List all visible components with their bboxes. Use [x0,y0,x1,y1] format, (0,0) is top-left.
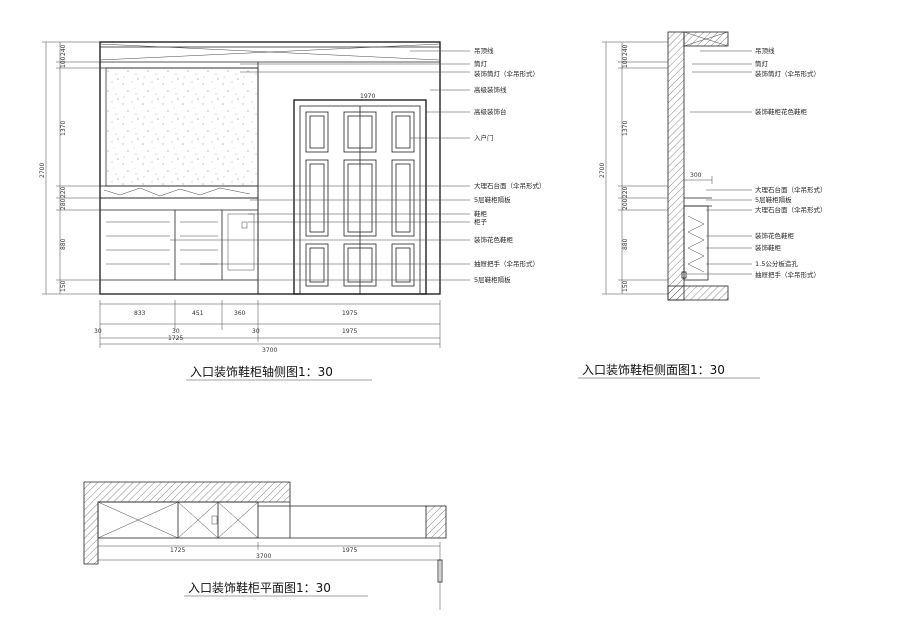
side-label-3: 装饰鞋柜花色鞋柜 [755,107,808,116]
marble-countertop [99,185,259,199]
plan-wall-right [425,505,447,539]
shelf-lines [106,213,255,271]
front-vdim-4: 280 [60,198,67,210]
front-callouts: 吊顶线 筒灯 装饰筒灯（伞吊形式） 高级装饰线 高级装饰台 入户门 大理石台面（… [170,46,546,284]
side-callouts: 吊顶线 筒灯 装饰筒灯（伞吊形式） 装饰鞋柜花色鞋柜 大理石台面（伞吊形式） 5… [686,46,827,279]
front-hdim2-2: 30 [252,328,260,335]
front-horizontal-dimensions: 833 451 360 1975 30 30 30 1975 1725 3700 [94,300,441,354]
side-wall-section [667,31,685,301]
side-vertical-dimensions: 240 100 1370 220 200 880 150 2700 [599,41,668,295]
front-hdim2-1: 30 [172,328,180,335]
front-label-10: 柜子 [474,217,488,226]
side-label-8: 装饰鞋柜 [755,243,782,252]
front-label-7: 大理石台面（伞吊形式） [474,181,546,190]
side-floor-section [667,285,729,301]
side-label-5: 5层鞋柜隔板 [755,195,792,204]
plan-dim-0: 1725 [170,547,185,554]
front-vdim-6: 150 [60,280,67,292]
plan-dimensions: 1725 1975 3700 [97,542,443,610]
side-depth-dim: 300 [690,172,702,179]
side-vdim-total: 2700 [599,163,606,178]
front-elevation: 240 100 1370 220 280 880 150 2700 833 45… [39,41,546,381]
front-label-12: 抽屉把手（伞吊形式） [474,259,539,268]
side-vdim-0: 240 [622,44,629,56]
plan-wall-left [83,481,291,565]
side-vdim-4: 200 [622,198,629,210]
side-label-1: 筒灯 [755,59,769,68]
front-hdim-sub: 1725 [168,335,183,342]
side-label-4: 大理石台面（伞吊形式） [755,185,827,194]
front-title: 入口装饰鞋柜轴侧图1：30 [190,364,333,379]
side-label-6: 大理石台面（伞吊形式） [755,205,827,214]
front-label-3: 高级装饰线 [474,85,507,94]
front-hdim2-3: 1975 [342,328,357,335]
side-title: 入口装饰鞋柜侧面图1：30 [582,362,725,377]
front-label-1: 筒灯 [474,59,488,68]
side-label-7: 装饰花色鞋柜 [755,231,795,240]
front-hdim-3: 1975 [342,310,357,317]
front-vertical-dimensions: 240 100 1370 220 280 880 150 2700 [39,41,100,295]
front-label-8: 5层鞋柜隔板 [474,195,511,204]
front-hdim-1: 451 [192,310,204,317]
side-elevation: 240 100 1370 220 200 880 150 2700 300 [578,31,827,379]
front-hdim-total: 3700 [262,347,277,354]
side-vdim-6: 150 [622,280,629,292]
front-label-5: 1970 [360,93,375,100]
front-label-2: 装饰筒灯（伞吊形式） [474,69,539,78]
front-label-9: 鞋柜 [474,209,488,218]
plan-view: 1725 1975 3700 入口装饰鞋柜平面图1：30 [83,481,447,610]
front-label-6: 入户门 [474,133,494,142]
side-label-0: 吊顶线 [755,46,775,55]
front-label-0: 吊顶线 [474,46,494,55]
door-panels [305,111,415,287]
front-hdim-0: 833 [134,310,146,317]
front-vdim-1: 100 [60,56,67,68]
front-vdim-5: 880 [60,238,67,250]
front-vdim-total: 2700 [39,163,46,178]
side-vdim-1: 100 [622,56,629,68]
side-cabinet [683,205,709,281]
plan-dim-total: 3700 [256,553,271,560]
side-vdim-5: 880 [622,238,629,250]
side-vdim-3: 220 [622,186,629,198]
shoe-cabinet [99,197,259,295]
front-label-13: 5层鞋柜隔板 [474,275,511,284]
side-vdim-2: 1370 [622,121,629,136]
side-label-9: 1.5公分板造孔 [755,259,798,268]
front-vdim-0: 240 [60,44,67,56]
front-vdim-3: 220 [60,186,67,198]
front-label-4: 高级装饰台 [474,107,507,116]
front-label-11: 装饰花色鞋柜 [474,235,514,244]
side-label-2: 装饰筒灯（伞吊形式） [755,69,820,78]
front-hdim-2: 360 [234,310,246,317]
side-label-10: 抽屉把手（伞吊形式） [755,270,820,279]
front-vdim-2: 1370 [60,121,67,136]
stone-wall-panel [105,67,259,187]
plan-title: 入口装饰鞋柜平面图1：30 [188,580,331,595]
front-hdim2-0: 30 [94,328,102,335]
front-outline [99,41,441,295]
plan-dim-1: 1975 [342,547,357,554]
